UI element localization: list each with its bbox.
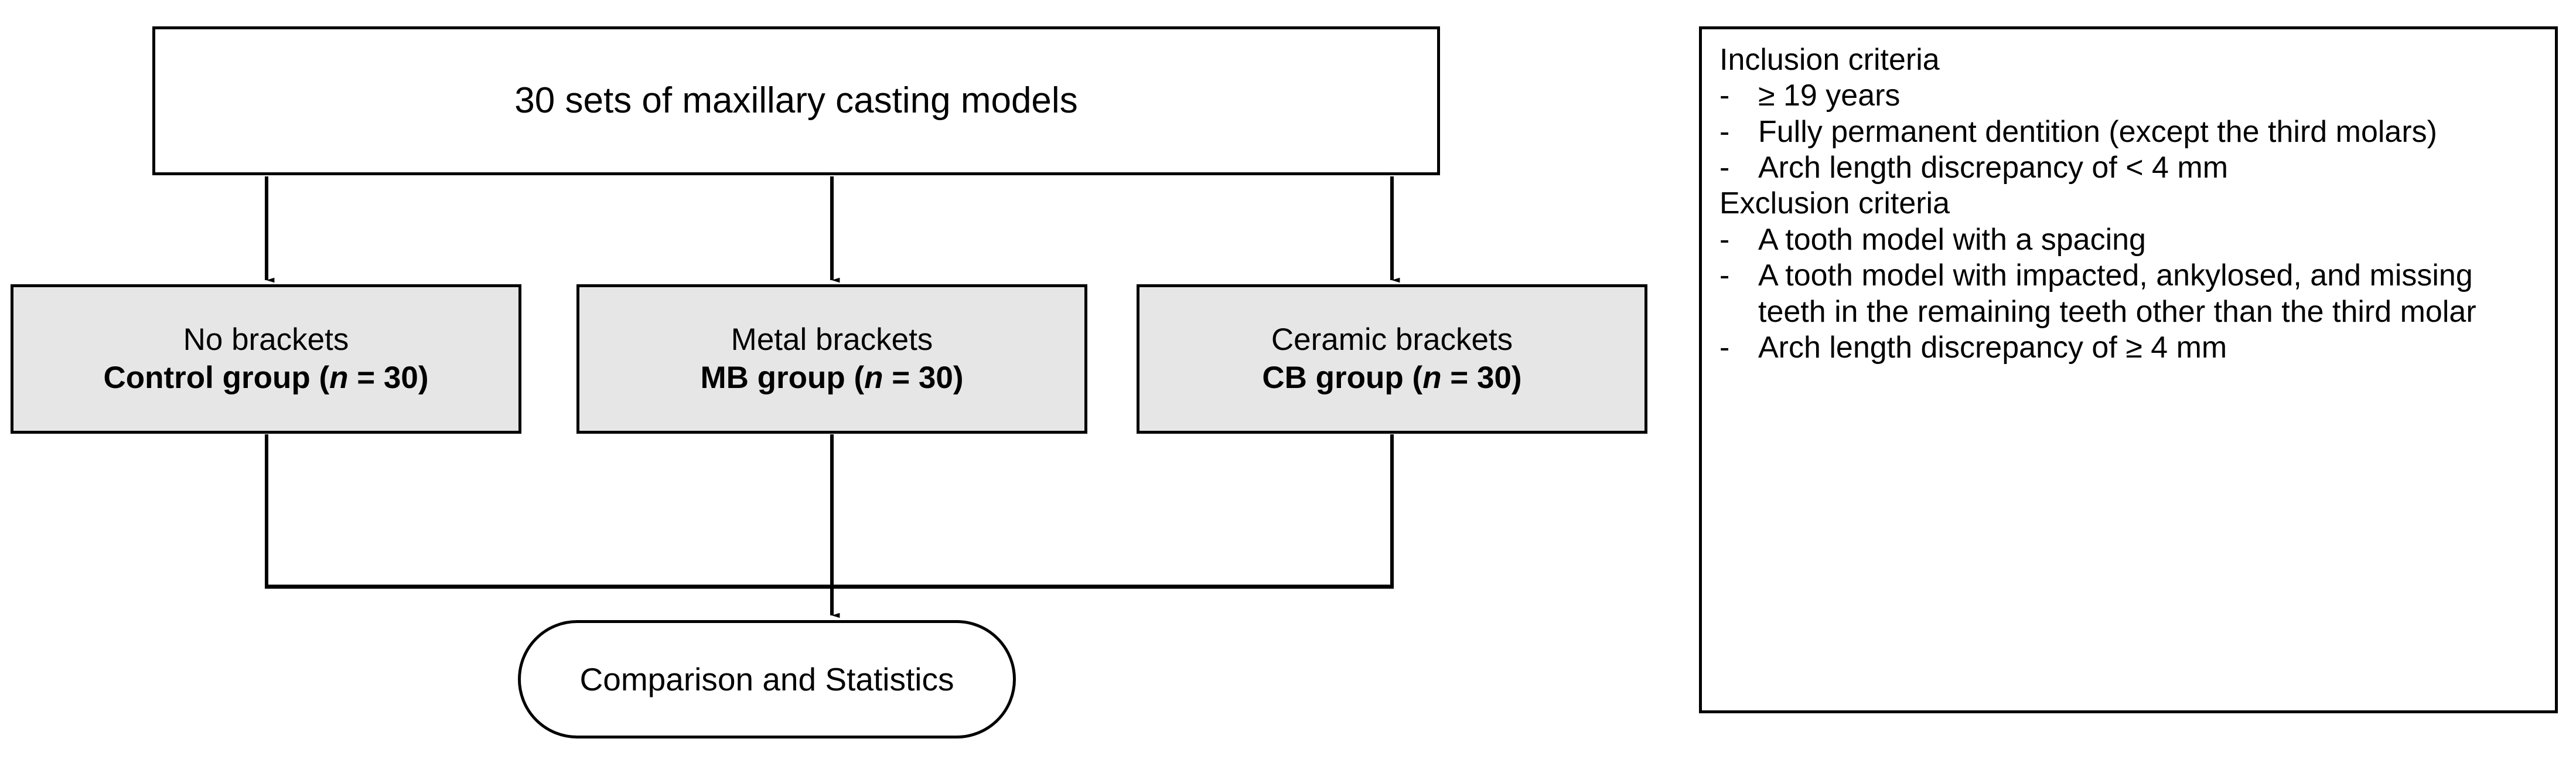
inclusion-criteria-item-text: Fully permanent dentition (except the th… bbox=[1758, 114, 2437, 149]
cb-group-name-prefix: CB group ( bbox=[1262, 360, 1423, 395]
cb-group-bracket-label: Ceramic brackets bbox=[1271, 322, 1513, 357]
inclusion-criteria-item: - ≥ 19 years bbox=[1719, 78, 2540, 114]
inclusion-criteria-item: - Arch length discrepancy of < 4 mm bbox=[1719, 150, 2540, 186]
exclusion-criteria-item: - Arch length discrepancy of ≥ 4 mm bbox=[1719, 330, 2540, 366]
casting-models-box: 30 sets of maxillary casting models bbox=[152, 26, 1440, 175]
cb-group-n-value: = 30) bbox=[1441, 360, 1522, 395]
cb-group-name-label: CB group (n = 30) bbox=[1262, 359, 1521, 397]
criteria-panel: Inclusion criteria - ≥ 19 years - Fully … bbox=[1699, 26, 2558, 713]
bullet-dash-icon: - bbox=[1719, 79, 1730, 113]
inclusion-criteria-item-text: Arch length discrepancy of < 4 mm bbox=[1758, 151, 2229, 185]
mb-group-name-prefix: MB group ( bbox=[700, 360, 865, 395]
control-group-bracket-label: No brackets bbox=[183, 322, 349, 357]
bullet-dash-icon: - bbox=[1719, 114, 1730, 149]
exclusion-criteria-item-text: A tooth model with a spacing bbox=[1758, 222, 2146, 257]
casting-models-label: 30 sets of maxillary casting models bbox=[514, 80, 1078, 121]
exclusion-criteria-item-text: A tooth model with impacted, ankylosed, … bbox=[1758, 258, 2476, 329]
comparison-statistics-label: Comparison and Statistics bbox=[579, 661, 954, 697]
bullet-dash-icon: - bbox=[1719, 330, 1730, 365]
mb-group-bracket-label: Metal brackets bbox=[731, 322, 933, 357]
mb-group-name-label: MB group (n = 30) bbox=[700, 359, 963, 397]
control-group-n-symbol: n bbox=[329, 360, 349, 395]
mb-group-n-symbol: n bbox=[864, 360, 883, 395]
exclusion-criteria-item-text: Arch length discrepancy of ≥ 4 mm bbox=[1758, 330, 2227, 365]
bullet-dash-icon: - bbox=[1719, 258, 1730, 293]
bullet-dash-icon: - bbox=[1719, 222, 1730, 257]
control-group-n-value: = 30) bbox=[348, 360, 429, 395]
inclusion-criteria-item: - Fully permanent dentition (except the … bbox=[1719, 114, 2540, 150]
exclusion-criteria-item: - A tooth model with a spacing bbox=[1719, 222, 2540, 258]
mb-group-box: Metal brackets MB group (n = 30) bbox=[576, 284, 1087, 434]
inclusion-criteria-item-text: ≥ 19 years bbox=[1758, 79, 1901, 113]
inclusion-criteria-heading: Inclusion criteria bbox=[1719, 43, 1940, 77]
exclusion-criteria-heading: Exclusion criteria bbox=[1719, 186, 1950, 221]
cb-group-n-symbol: n bbox=[1422, 360, 1442, 395]
bullet-dash-icon: - bbox=[1719, 151, 1730, 185]
mb-group-n-value: = 30) bbox=[883, 360, 964, 395]
control-group-name-label: Control group (n = 30) bbox=[103, 359, 428, 397]
comparison-statistics-box: Comparison and Statistics bbox=[518, 620, 1016, 738]
control-group-box: No brackets Control group (n = 30) bbox=[11, 284, 521, 434]
exclusion-criteria-item: - A tooth model with impacted, ankylosed… bbox=[1719, 258, 2540, 330]
cb-group-box: Ceramic brackets CB group (n = 30) bbox=[1137, 284, 1647, 434]
control-group-name-prefix: Control group ( bbox=[103, 360, 330, 395]
